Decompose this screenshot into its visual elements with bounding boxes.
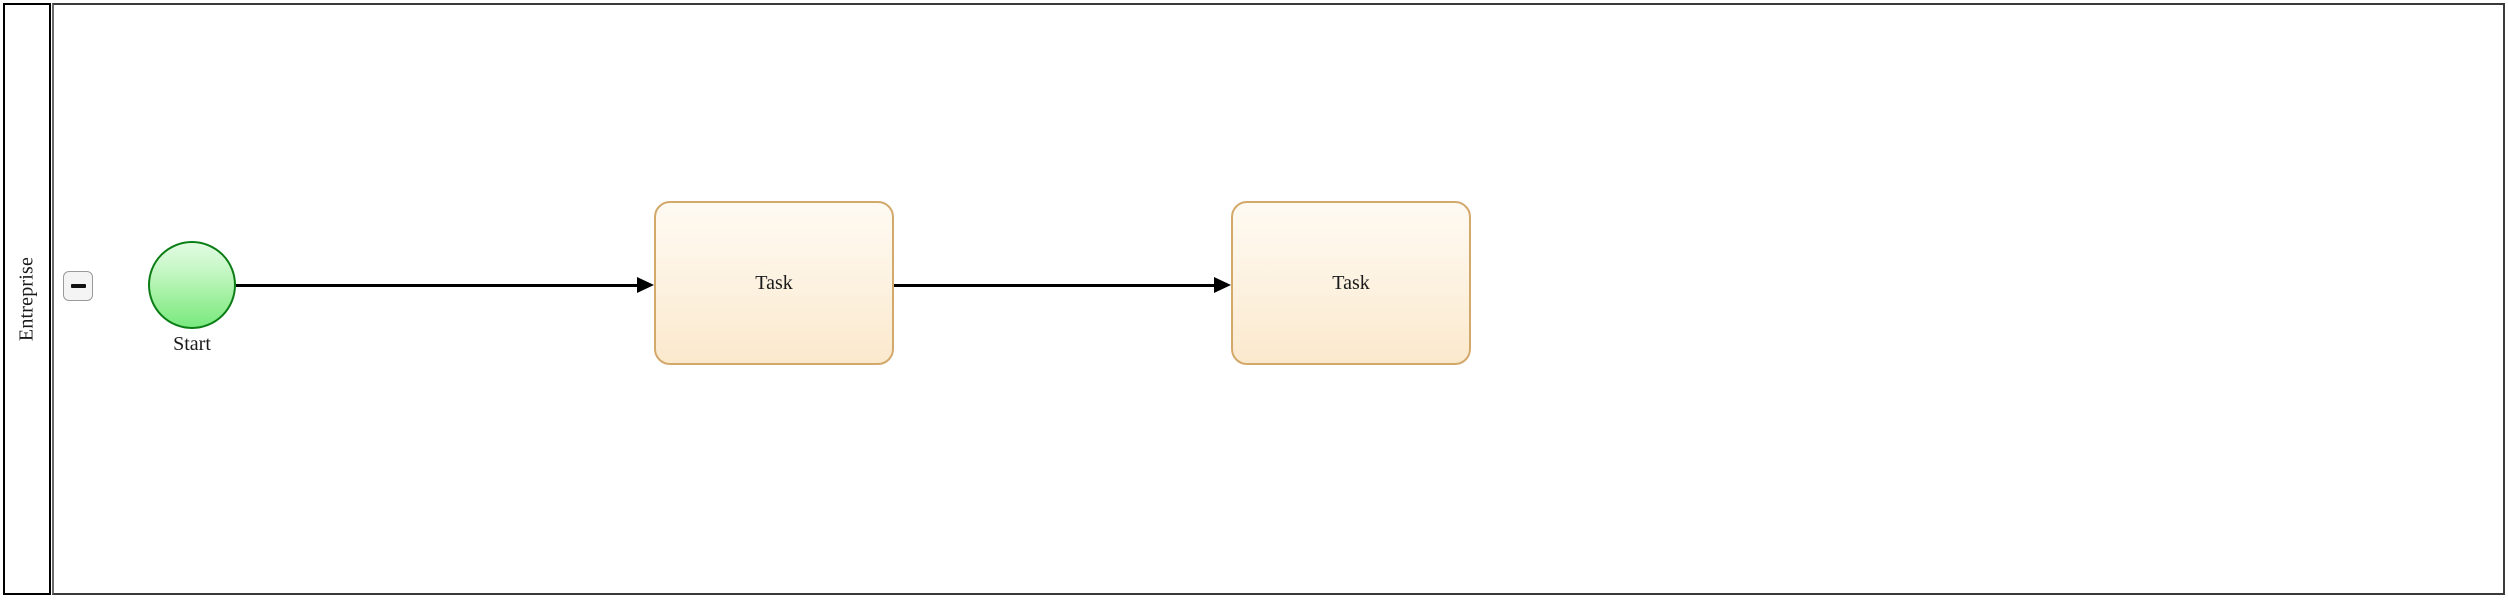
start-event-label: Start: [173, 333, 211, 355]
flow-line: [236, 284, 637, 287]
pool-collapse-button[interactable]: [63, 271, 93, 301]
task-label: Task: [1332, 271, 1370, 294]
pool-name-label: Entreprise: [15, 256, 38, 342]
arrowhead-icon: [1214, 277, 1231, 293]
pool-header[interactable]: Entreprise: [3, 3, 51, 595]
task-node-2[interactable]: Task: [1231, 201, 1471, 365]
flow-line: [894, 284, 1214, 287]
sequence-flow-task-1-to-task-2[interactable]: [894, 273, 1231, 297]
minus-icon: [70, 284, 86, 288]
task-node-1[interactable]: Task: [654, 201, 894, 365]
sequence-flow-start-to-task-1[interactable]: [236, 273, 654, 297]
task-label: Task: [755, 271, 793, 294]
pool-entreprise[interactable]: Entreprise Start Task Task: [3, 3, 2505, 595]
arrowhead-icon: [637, 277, 654, 293]
start-event-node[interactable]: [148, 241, 236, 329]
